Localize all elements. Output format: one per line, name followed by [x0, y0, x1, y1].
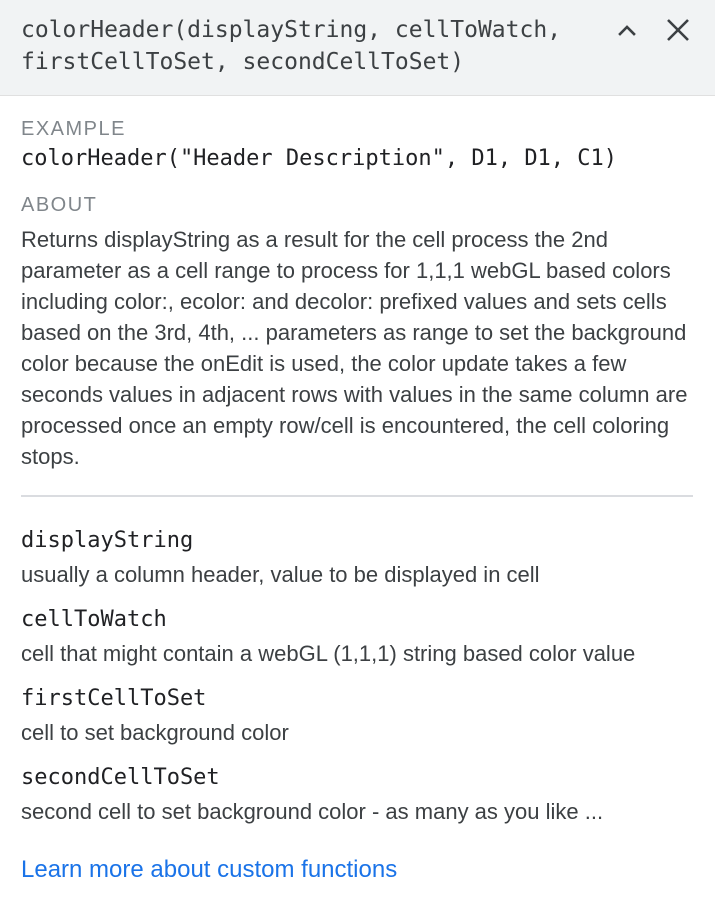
example-code: colorHeader("Header Description", D1, D1… — [21, 146, 618, 171]
close-button[interactable] — [662, 14, 694, 46]
parameter-item: secondCellToSet second cell to set backg… — [21, 764, 693, 827]
parameter-name: secondCellToSet — [21, 765, 220, 790]
parameter-name: firstCellToSet — [21, 686, 207, 711]
chevron-up-icon — [617, 23, 637, 37]
learn-more-link[interactable]: Learn more about custom functions — [21, 856, 398, 883]
function-signature: colorHeader(displayString, cellToWatch, … — [21, 17, 562, 75]
about-text: Returns displayString as a result for th… — [21, 227, 688, 469]
parameter-item: cellToWatch cell that might contain a we… — [21, 606, 693, 669]
parameter-description: usually a column header, value to be dis… — [21, 562, 540, 587]
about-label: ABOUT — [21, 194, 98, 216]
collapse-button[interactable] — [611, 14, 643, 46]
divider — [21, 495, 693, 497]
parameter-name: cellToWatch — [21, 607, 167, 632]
parameter-item: displayString usually a column header, v… — [21, 527, 693, 590]
parameter-name: displayString — [21, 528, 194, 553]
example-label: EXAMPLE — [21, 118, 126, 140]
parameter-item: firstCellToSet cell to set background co… — [21, 685, 693, 748]
parameter-description: cell to set background color — [21, 720, 289, 745]
parameter-description: second cell to set background color - as… — [21, 799, 604, 824]
help-header: colorHeader(displayString, cellToWatch, … — [0, 0, 715, 96]
parameter-description: cell that might contain a webGL (1,1,1) … — [21, 641, 636, 666]
close-icon — [666, 18, 690, 42]
